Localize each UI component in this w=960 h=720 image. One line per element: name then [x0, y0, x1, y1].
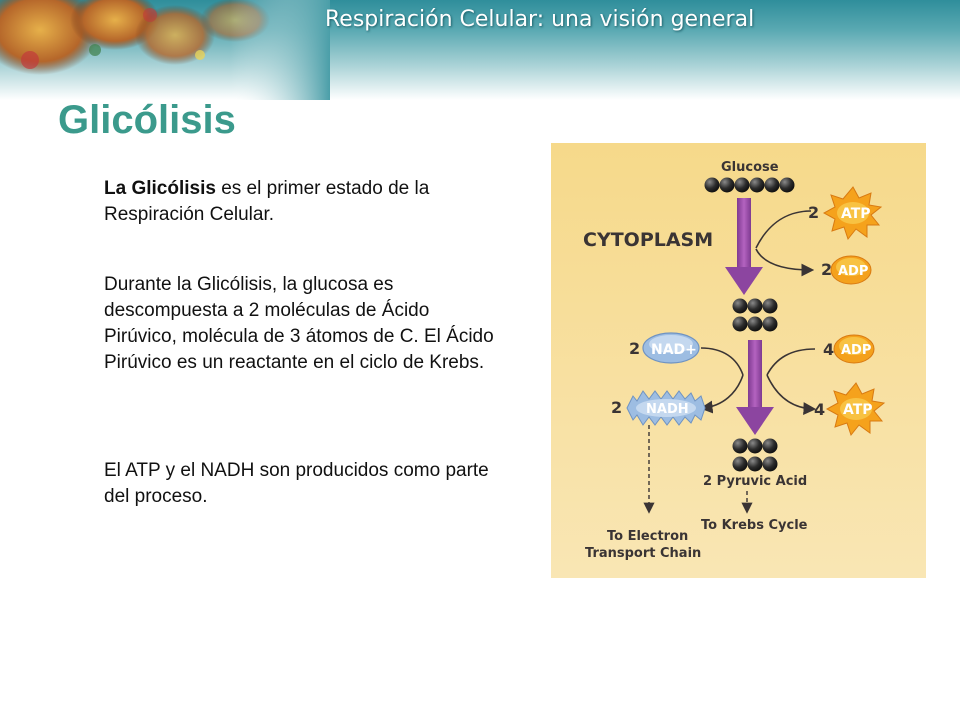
cell-illustration-decoration	[0, 0, 330, 100]
nadh-label: NADH	[646, 402, 689, 417]
atp-input-burst-icon	[822, 186, 883, 241]
nadh-count: 2	[611, 398, 622, 417]
paragraph-products: El ATP y el NADH son producidos como par…	[104, 460, 489, 507]
atp-input-count: 2	[808, 203, 819, 222]
atp-output-burst-icon	[825, 382, 886, 437]
adp-output-label: ADP	[838, 264, 868, 279]
nad-count: 2	[629, 339, 640, 358]
pyruvic-acid-molecules	[732, 438, 778, 472]
slide-title: Glicólisis	[58, 98, 236, 142]
krebs-cycle-label: To Krebs Cycle	[701, 518, 808, 533]
adp-output-oval-icon	[830, 255, 872, 285]
intermediate-molecule	[732, 298, 778, 332]
adp-input-label: ADP	[841, 343, 871, 358]
glycolysis-main-arrow-upper	[725, 198, 763, 295]
adp-input-count: 4	[823, 340, 834, 359]
adp-output-arrow	[755, 248, 815, 277]
adp-input-arrow	[766, 348, 816, 376]
glucose-molecule	[704, 177, 795, 193]
adp-output-count: 2	[821, 260, 832, 279]
glycolysis-diagram: Glucose CYTOPLASM 2 Pyruvic Acid 2	[551, 143, 926, 578]
electron-chain-label-line2: Transport Chain	[585, 546, 701, 561]
paragraph-definition: La Glicólisis es el primer estado de la …	[104, 176, 504, 228]
adp-input-oval-icon	[833, 334, 875, 364]
nad-oval-icon	[642, 332, 700, 364]
atp-input-arrow	[755, 210, 812, 249]
nad-label: NAD+	[651, 342, 697, 358]
nad-arrow	[700, 347, 744, 376]
cytoplasm-label: CYTOPLASM	[583, 229, 713, 251]
electron-chain-label-line1: To Electron	[607, 529, 688, 544]
glycolysis-main-arrow-lower	[736, 340, 774, 435]
header-title: Respiración Celular: una visión general	[325, 7, 755, 32]
paragraph-description: Durante la Glicólisis, la glucosa es des…	[104, 274, 494, 373]
pyruvic-acid-label: 2 Pyruvic Acid	[703, 474, 807, 489]
nadh-arrow	[699, 374, 744, 414]
bold-term: La Glicólisis	[104, 178, 216, 199]
atp-output-arrow	[766, 374, 817, 415]
header-banner: Respiración Celular: una visión general	[0, 0, 960, 100]
nadh-burst-icon	[626, 390, 706, 426]
definition-text: es el primer estado de la Respiración Ce…	[104, 178, 430, 225]
atp-output-label: ATP	[843, 402, 873, 418]
atp-input-label: ATP	[841, 206, 871, 222]
atp-output-count: 4	[814, 400, 825, 419]
glucose-label: Glucose	[721, 160, 779, 175]
